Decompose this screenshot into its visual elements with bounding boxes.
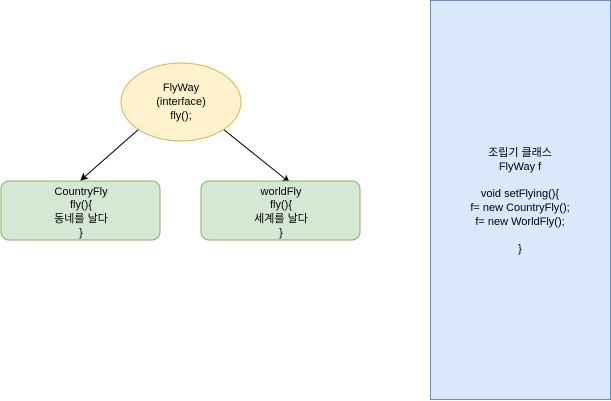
assembler-node-line-4: void setFlying(){ — [481, 188, 560, 200]
flyway-interface-node[interactable]: FlyWay (interface) fly(); — [120, 62, 242, 142]
worldfly-node-shape — [200, 180, 361, 241]
assembler-node-line-5: f= new CountryFly(); — [470, 202, 569, 214]
assembler-node-shape — [430, 0, 611, 400]
flyway-node-line-2: (interface) — [156, 96, 206, 108]
countryfly-node-line-4: } — [79, 227, 83, 239]
countryfly-node-line-3: 동네를 날다 — [54, 212, 108, 225]
countryfly-node-line-2: fly(){ — [70, 199, 92, 211]
countryfly-node-line-1: CountryFly — [54, 186, 108, 198]
flyway-node-line-3: fly(); — [170, 110, 191, 122]
worldfly-node-line-3: 세계를 날다 — [254, 212, 308, 225]
assembler-node-line-2: FlyWay f — [499, 161, 542, 173]
worldfly-node-line-1: worldFly — [260, 186, 302, 198]
countryfly-node-shape — [0, 180, 161, 241]
flyway-node-shape — [120, 62, 242, 142]
flyway-node-line-1: FlyWay — [163, 82, 200, 94]
assembler-class-node[interactable]: 조립기 클래스 FlyWay f void setFlying(){ f= ne… — [430, 0, 611, 400]
worldfly-node[interactable]: worldFly fly(){ 세계를 날다 } — [200, 180, 361, 241]
worldfly-node-line-4: } — [279, 227, 283, 239]
edge-flyway-to-countryfly — [80, 128, 140, 181]
countryfly-node[interactable]: CountryFly fly(){ 동네를 날다 } — [0, 180, 161, 241]
worldfly-node-line-2: fly(){ — [270, 199, 292, 211]
assembler-node-line-1: 조립기 클래스 — [488, 146, 552, 159]
assembler-node-line-8: } — [518, 243, 522, 255]
edge-flyway-to-worldfly — [222, 128, 290, 183]
assembler-node-line-6: f= new WorldFly(); — [475, 216, 564, 228]
